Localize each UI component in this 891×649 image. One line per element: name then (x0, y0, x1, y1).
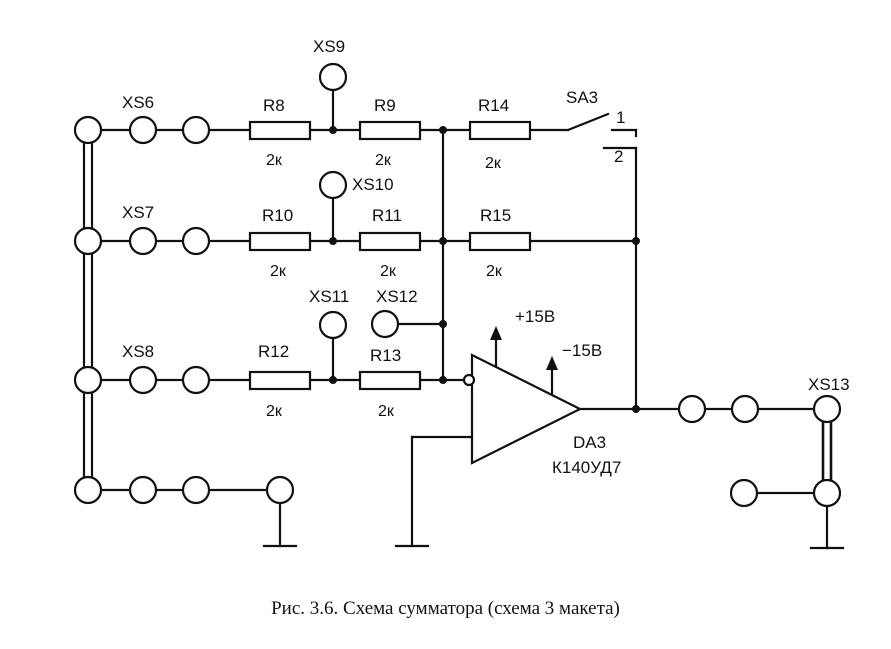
label-vneg: −15В (562, 341, 602, 360)
socket-bus-row1 (73, 115, 103, 145)
label-r12: R12 (258, 342, 289, 361)
socket-xs10 (318, 170, 348, 200)
socket-bus-row3 (73, 365, 103, 395)
socket-xs8-a (128, 365, 158, 395)
value-r11: 2к (380, 263, 397, 280)
label-sa3-pos2: 2 (614, 147, 623, 166)
figure-caption: Рис. 3.6. Схема сумматора (схема 3 макет… (271, 598, 620, 619)
socket-bus-row2 (73, 226, 103, 256)
resistor-r11 (358, 231, 422, 252)
junction-xs9 (329, 126, 337, 134)
socket-output-b (730, 394, 760, 424)
socket-ground-left (265, 475, 295, 505)
socket-xs9 (318, 62, 348, 92)
vneg-arrow-head (546, 356, 558, 370)
value-r13: 2к (378, 403, 395, 420)
value-r12: 2к (266, 403, 283, 420)
resistor-r13 (358, 370, 422, 391)
socket-xs7-b (181, 226, 211, 256)
label-sa3: SA3 (566, 88, 598, 107)
inverting-input-circle (462, 373, 476, 387)
label-opamp-ref: DA3 (573, 433, 606, 452)
label-r8: R8 (263, 96, 285, 115)
label-r13: R13 (370, 346, 401, 365)
label-vpos: +15В (515, 307, 555, 326)
socket-bus-row4 (73, 475, 103, 505)
socket-xs12 (370, 309, 400, 339)
resistor-r8 (248, 120, 312, 141)
resistor-r14 (468, 120, 532, 141)
label-r11: R11 (372, 206, 402, 225)
label-xs10: XS10 (352, 175, 394, 194)
resistor-r9 (358, 120, 422, 141)
socket-xs7-a (128, 226, 158, 256)
label-xs9: XS9 (313, 37, 345, 56)
label-r14: R14 (478, 96, 509, 115)
vpos-arrow-head (490, 326, 502, 340)
label-xs12: XS12 (376, 287, 418, 306)
label-sa3-pos1: 1 (616, 108, 625, 127)
value-r9: 2к (375, 152, 392, 169)
junction-r15-feedback (632, 237, 640, 245)
resistor-r15 (468, 231, 532, 252)
value-r10: 2к (270, 263, 287, 280)
label-xs11: XS11 (309, 287, 349, 306)
socket-xs13-top (812, 394, 842, 424)
junction-xs11 (329, 376, 337, 384)
socket-xs11 (318, 310, 348, 340)
socket-xs6-b (181, 115, 211, 145)
value-r8: 2к (266, 152, 283, 169)
label-xs6: XS6 (122, 93, 154, 112)
resistor-r12 (248, 370, 312, 391)
junction-row1-sum (439, 126, 447, 134)
sa3-lever (566, 112, 610, 132)
junction-row2-sum (439, 237, 447, 245)
socket-row4-b (181, 475, 211, 505)
junction-xs10 (329, 237, 337, 245)
label-r10: R10 (262, 206, 293, 225)
socket-xs8-b (181, 365, 211, 395)
junction-output (632, 405, 640, 413)
label-xs8: XS8 (122, 342, 154, 361)
label-xs13: XS13 (808, 375, 850, 394)
value-r15: 2к (486, 263, 503, 280)
socket-xs13-bottom (812, 478, 842, 508)
resistor-r10 (248, 231, 312, 252)
label-xs7: XS7 (122, 203, 154, 222)
value-r14: 2к (485, 155, 502, 172)
junction-xs12 (439, 320, 447, 328)
socket-row4-a (128, 475, 158, 505)
opamp-da3 (470, 353, 583, 465)
socket-output-a (677, 394, 707, 424)
label-opamp-type: К140УД7 (552, 458, 621, 477)
socket-xs6-a (128, 115, 158, 145)
label-r9: R9 (374, 96, 396, 115)
junction-row3-sum (439, 376, 447, 384)
label-r15: R15 (480, 206, 511, 225)
socket-xs13-left (729, 478, 759, 508)
